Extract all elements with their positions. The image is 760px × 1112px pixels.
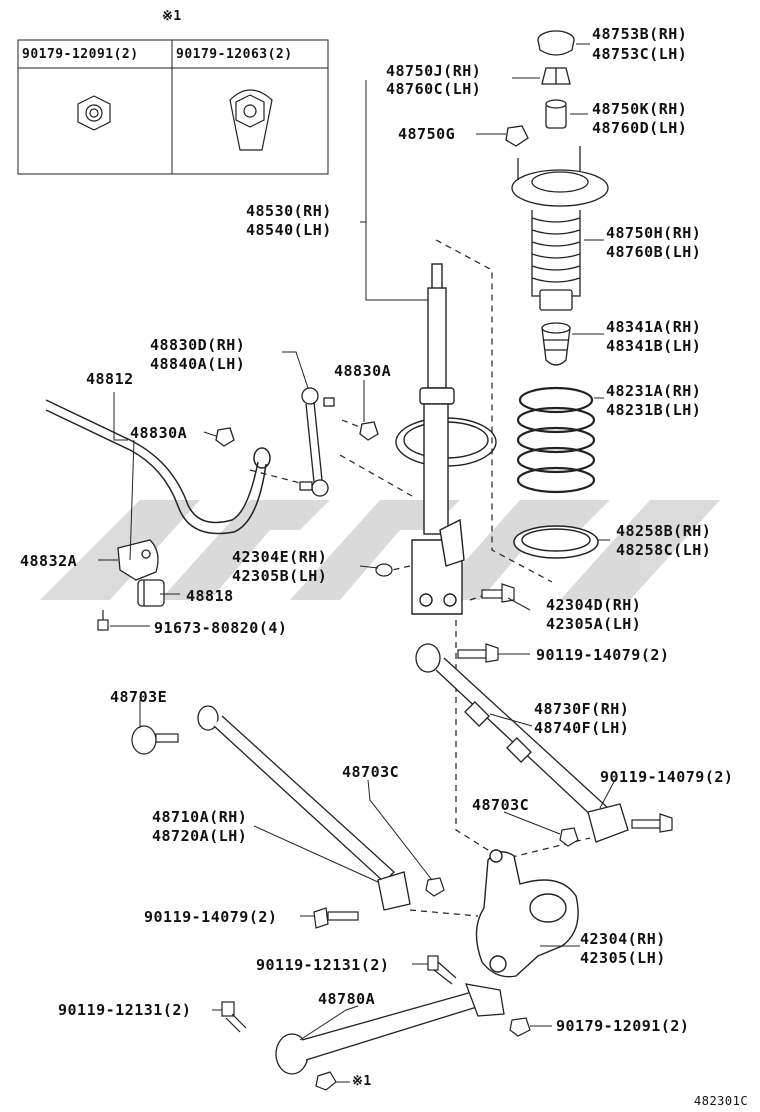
stabilizer-bar-48812 [45, 399, 271, 535]
label-48760B: 48760B(LH) [606, 243, 702, 261]
label-42305A: 42305A(LH) [546, 615, 642, 633]
label-48258B: 48258B(RH) [616, 522, 712, 540]
label-91673-80820: 91673-80820(4) [154, 619, 288, 637]
label-42304E: 42304E(RH) [232, 548, 328, 566]
nut-48750J [541, 67, 571, 85]
spring-seat-48258 [513, 525, 599, 559]
nut-48830A [215, 421, 379, 447]
leader-lines [98, 43, 617, 1083]
label-90179-12091: 90179-12091(2) [556, 1017, 690, 1035]
label-48703C-lower: 48703C [472, 796, 530, 814]
label-48832A: 48832A [20, 552, 78, 570]
label-48710A: 48710A(RH) [152, 808, 248, 826]
inset-mark: ※1 [162, 9, 182, 24]
knuckle-42304 [475, 849, 579, 978]
label-48830A-lower: 48830A [130, 424, 188, 442]
nut-48703C-b [425, 877, 445, 897]
label-48341B: 48341B(LH) [606, 337, 702, 355]
inset-nut-flange [229, 89, 273, 151]
label-42304D: 42304D(RH) [546, 596, 642, 614]
label-90119-14079-b: 90119-14079(2) [600, 768, 734, 786]
inset-col1-part: 90179-12091(2) [22, 47, 139, 62]
bolt-91673 [97, 610, 109, 631]
label-42305B: 42305B(LH) [232, 567, 328, 585]
label-48750H: 48750H(RH) [606, 224, 702, 242]
label-48812: 48812 [86, 370, 134, 388]
label-90119-12131-a: 90119-12131(2) [256, 956, 390, 974]
nut-90179-12091 [509, 1017, 531, 1037]
cap-48753 [537, 30, 575, 56]
inset-nut-hex [77, 95, 111, 131]
label-48540: 48540(LH) [246, 221, 332, 239]
inset-col2-part: 90179-12063(2) [176, 47, 293, 62]
label-48703E: 48703E [110, 688, 168, 706]
bushing-42304E [375, 563, 393, 577]
diagram-code: 482301C [694, 1094, 749, 1108]
label-48231B: 48231B(LH) [606, 401, 702, 419]
label-48753B: 48753B(RH) [592, 25, 688, 43]
label-48740F: 48740F(LH) [534, 719, 630, 737]
label-90119-14079-c: 90119-14079(2) [144, 908, 278, 926]
upper-mount-48750H [511, 146, 609, 311]
label-48830D: 48830D(RH) [150, 336, 246, 354]
inset-table [17, 39, 329, 175]
arm-48780A [275, 983, 505, 1075]
bolt-90119-12131-b [221, 1001, 247, 1033]
label-48750K: 48750K(RH) [592, 100, 688, 118]
label-48750G: 48750G [398, 125, 456, 143]
nut-mark1 [315, 1071, 337, 1091]
bolt-90119-c [313, 907, 359, 929]
coil-spring-48231 [516, 386, 596, 494]
label-42304: 42304(RH) [580, 930, 666, 948]
arm-48710A [197, 705, 411, 911]
label-48730F: 48730F(RH) [534, 700, 630, 718]
label-48760C: 48760C(LH) [386, 80, 482, 98]
label-42305: 42305(LH) [580, 949, 666, 967]
bolt-42304D [481, 583, 515, 603]
label-90119-12131-b: 90119-12131(2) [58, 1001, 192, 1019]
label-48840A: 48840A(LH) [150, 355, 246, 373]
label-48750J: 48750J(RH) [386, 62, 482, 80]
bolt-90119-a [457, 643, 499, 663]
label-48341A: 48341A(RH) [606, 318, 702, 336]
label-48780A: 48780A [318, 990, 376, 1008]
nut-48703C-a [559, 827, 579, 847]
bushing-48818 [137, 579, 165, 607]
bolt-90119-12131-a [427, 955, 457, 985]
label-mark1: ※1 [352, 1074, 372, 1089]
shock-absorber-48530 [395, 263, 497, 615]
bushing-48750K [545, 99, 567, 129]
bolt-90119-b [631, 813, 673, 833]
label-90119-14079-a: 90119-14079(2) [536, 646, 670, 664]
label-48753C: 48753C(LH) [592, 45, 688, 63]
nut-48750G [505, 125, 529, 147]
bushing-48703E [131, 725, 179, 755]
bumper-48341 [541, 322, 571, 366]
arm-48730F [415, 643, 629, 843]
label-48258C: 48258C(LH) [616, 541, 712, 559]
bracket-48832A [117, 539, 159, 581]
label-48818: 48818 [186, 587, 234, 605]
label-48830A-upper: 48830A [334, 362, 392, 380]
label-48703C-upper: 48703C [342, 763, 400, 781]
label-48530: 48530(RH) [246, 202, 332, 220]
label-48720A: 48720A(LH) [152, 827, 248, 845]
stabilizer-link-48830D [299, 387, 335, 497]
label-48231A: 48231A(RH) [606, 382, 702, 400]
label-48760D: 48760D(LH) [592, 119, 688, 137]
